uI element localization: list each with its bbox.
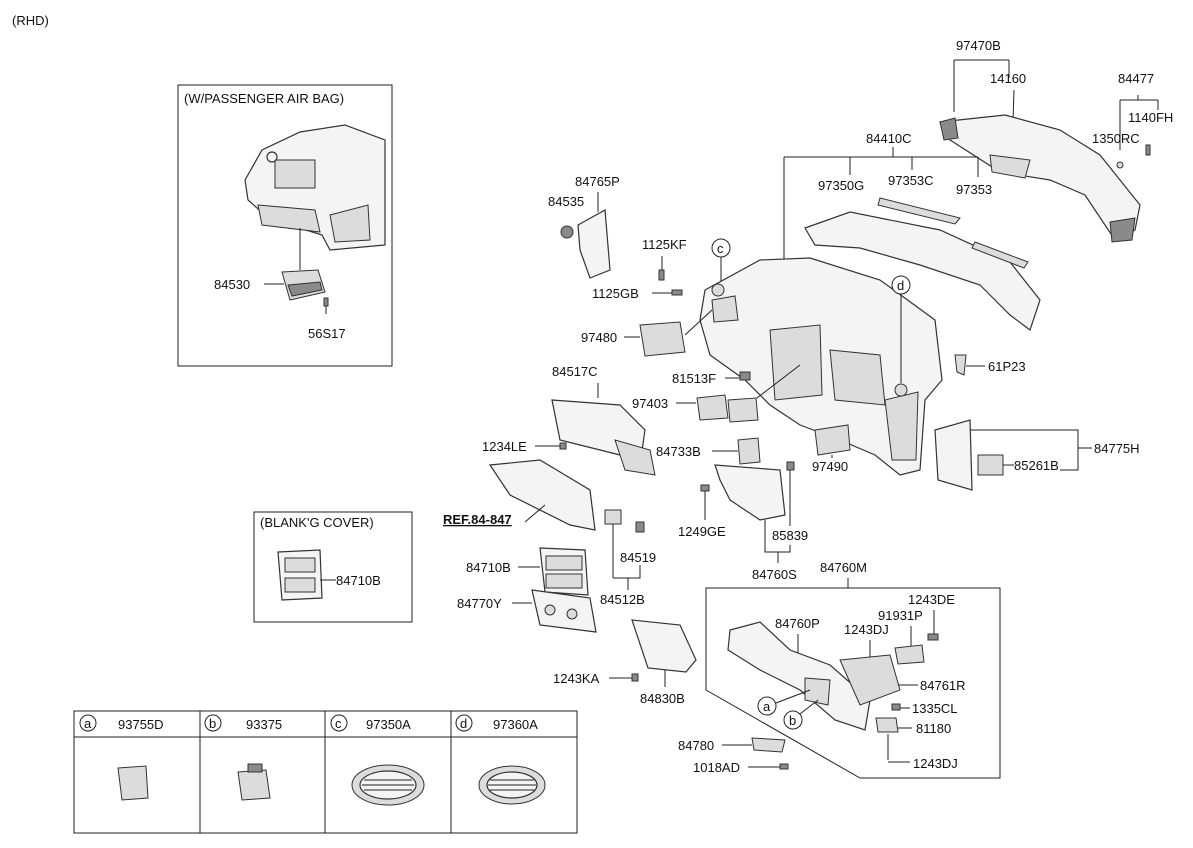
airbag-dash-drawing — [244, 124, 386, 251]
label-84775H: 84775H — [1094, 441, 1140, 456]
part-84780 — [751, 737, 786, 753]
defroster-duct-97350G — [804, 197, 1041, 331]
label-1243KA: 1243KA — [553, 671, 600, 686]
label-56S17: 56S17 — [308, 326, 346, 341]
legend-d-part: 97360A — [493, 717, 538, 732]
label-1350RC: 1350RC — [1092, 131, 1140, 146]
center-fascia-bracket — [714, 464, 786, 521]
label-84535: 84535 — [548, 194, 584, 209]
side-cover-84765P — [577, 209, 611, 279]
label-81513F: 81513F — [672, 371, 716, 386]
legend-table — [73, 710, 578, 834]
bracket-81180 — [875, 717, 899, 733]
label-1125KF: 1125KF — [642, 237, 687, 252]
center-vents-97403 — [696, 394, 759, 423]
side-vent-97480 — [639, 321, 686, 357]
marker-d-letter: d — [897, 278, 904, 293]
label-84760S: 84760S — [752, 567, 797, 582]
label-84761R: 84761R — [920, 678, 966, 693]
marker-b-letter: b — [789, 713, 796, 728]
label-84733B: 84733B — [656, 444, 701, 459]
label-61P23: 61P23 — [988, 359, 1026, 374]
label-84410C: 84410C — [866, 131, 912, 146]
label-97480: 97480 — [581, 330, 617, 345]
label-97353: 97353 — [956, 182, 992, 197]
label-1243DE: 1243DE — [908, 592, 955, 607]
label-84760P: 84760P — [775, 616, 820, 631]
label-1249GE: 1249GE — [678, 524, 726, 539]
label-97470B: 97470B — [956, 38, 1001, 53]
label-84517C: 84517C — [552, 364, 598, 379]
blank-cover-inset-box — [253, 511, 413, 623]
label-85839: 85839 — [772, 528, 808, 543]
legend-a-marker — [79, 714, 97, 732]
label-1234LE: 1234LE — [482, 439, 527, 454]
label-1243DJ-b: 1243DJ — [913, 756, 958, 771]
part-84535 — [560, 225, 574, 239]
grille-97360A-icon — [478, 765, 546, 805]
legend-a-letter: a — [84, 716, 92, 731]
label-84710B-main: 84710B — [466, 560, 511, 575]
rhd-label: (RHD) — [12, 13, 49, 28]
legend-b-letter: b — [209, 716, 216, 731]
label-84519: 84519 — [620, 550, 656, 565]
legend-b-part: 93375 — [246, 717, 282, 732]
part-61P23 — [954, 354, 967, 376]
lower-panel-84760P — [727, 621, 925, 731]
airbag-module-84530 — [281, 269, 326, 301]
cluster-bezel-84830B — [631, 619, 697, 673]
label-84780: 84780 — [678, 738, 714, 753]
label-1243DJ-a: 1243DJ — [844, 622, 889, 637]
legend-c-letter: c — [335, 716, 342, 731]
label-REF-84-847: REF.84-847 — [443, 512, 512, 527]
legend-c-part: 97350A — [366, 717, 411, 732]
marker-a-letter: a — [763, 699, 771, 714]
label-84830B: 84830B — [640, 691, 685, 706]
label-1140FH: 1140FH — [1128, 110, 1173, 125]
side-vent-97490 — [814, 424, 851, 456]
label-91931P: 91931P — [878, 608, 923, 623]
air-duct-97470B — [939, 114, 1141, 243]
grille-97350A-icon — [351, 764, 425, 806]
legend-a-part: 93755D — [118, 717, 164, 732]
label-85261B: 85261B — [1014, 458, 1059, 473]
label-97350G: 97350G — [818, 178, 864, 193]
legend-d-marker — [455, 714, 473, 732]
bracket-84733B — [737, 437, 761, 465]
part-85261B — [977, 454, 1004, 476]
label-84710B-blank: 84710B — [336, 573, 381, 588]
label-1125GB: 1125GB — [592, 286, 639, 301]
label-97353C: 97353C — [888, 173, 934, 188]
legend-b-marker — [204, 714, 222, 732]
crash-pad-main — [699, 257, 943, 476]
label-14160: 14160 — [990, 71, 1026, 86]
center-panel-84710B — [539, 547, 589, 596]
label-84765P: 84765P — [575, 174, 620, 189]
label-1335CL: 1335CL — [912, 701, 958, 716]
label-81180: 81180 — [916, 721, 951, 736]
airbag-inset-title: (W/PASSENGER AIR BAG) — [184, 91, 344, 106]
blank-cover-inset-title: (BLANK'G COVER) — [260, 515, 374, 530]
side-cover-84775H — [934, 419, 973, 491]
legend-d-letter: d — [460, 716, 467, 731]
label-84477: 84477 — [1118, 71, 1154, 86]
glove-box-door — [488, 459, 596, 531]
cap-93755D-icon — [117, 765, 149, 801]
label-84530: 84530 — [214, 277, 250, 292]
label-84770Y: 84770Y — [457, 596, 502, 611]
label-1018AD: 1018AD — [693, 760, 740, 775]
marker-c-letter: c — [717, 241, 724, 256]
plug-93375-icon — [237, 763, 271, 801]
marker-a — [757, 696, 777, 716]
label-84760M: 84760M — [820, 560, 867, 575]
airbag-inset-box — [177, 84, 393, 367]
label-97403: 97403 — [632, 396, 668, 411]
label-84512B: 84512B — [600, 592, 645, 607]
center-fascia-84770Y — [531, 589, 597, 633]
blank-cover-84710B-drawing — [277, 549, 323, 601]
legend-c-marker — [330, 714, 348, 732]
label-97490: 97490 — [812, 459, 848, 474]
marker-b — [783, 710, 803, 730]
